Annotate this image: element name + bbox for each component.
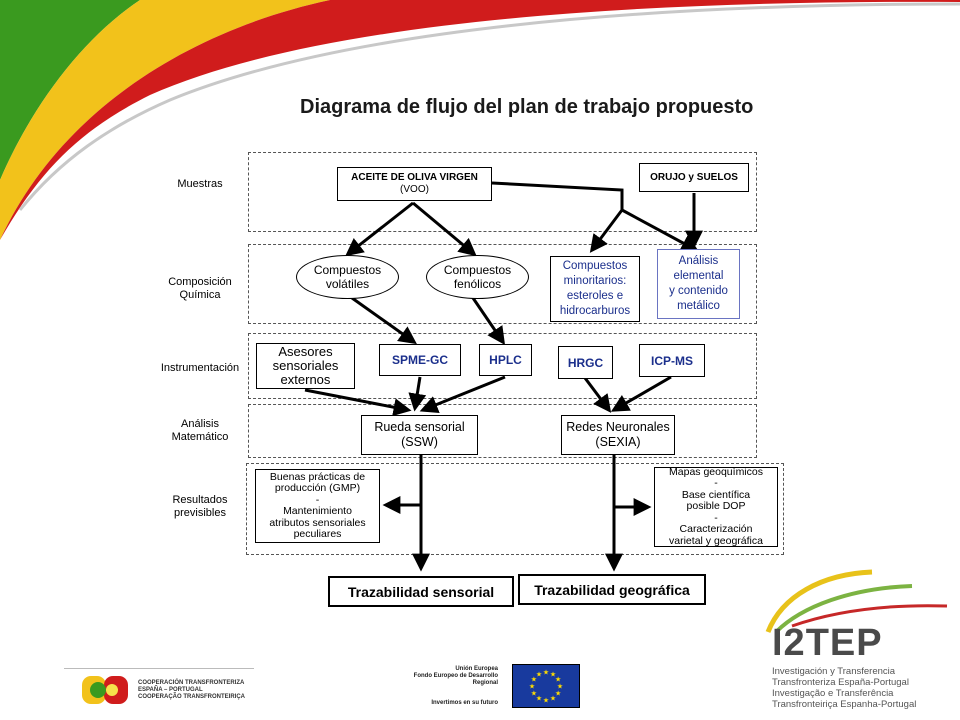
eu-star-icon: ★ [536, 695, 542, 703]
page-title: Diagrama de flujo del plan de trabajo pr… [300, 96, 754, 118]
i2tep-subtitle: Investigación y Transferencia Transfront… [772, 666, 917, 710]
node-fenolicos: Compuestos fenólicos [426, 255, 529, 299]
footer-divider [64, 668, 254, 669]
arrow-hrgc-redes [583, 377, 612, 413]
poctep-logo-icon [82, 676, 128, 704]
swoosh-green [0, 0, 140, 180]
node-elemental: Análisis elemental y contenido metálico [657, 249, 740, 319]
corner-swoosh-decoration [0, 0, 960, 240]
row-label-muestras: Muestras [177, 178, 223, 190]
node-aceite-label: ACEITE DE OLIVA VIRGEN [351, 172, 478, 183]
band-composicion [248, 244, 757, 324]
i2tep-logo-text: I2TEP [772, 622, 883, 664]
eu-stars-icon: ★★★★★★★★★★★★ [529, 669, 563, 705]
node-aceite: ACEITE DE OLIVA VIRGEN (VOO) [337, 167, 492, 201]
node-hplc: HPLC [479, 344, 532, 376]
eu-star-icon: ★ [550, 670, 556, 678]
arrow-spme-rueda [408, 376, 427, 412]
arrow-aceite-volatiles [345, 201, 414, 257]
node-aceite-abbr: (VOO) [400, 184, 429, 195]
row-label-resultados: Resultados previsibles [172, 494, 228, 519]
arrow-split-elemental [621, 208, 700, 252]
node-minoritarios: Compuestos minoritarios: esteroles e hid… [550, 256, 640, 322]
arrow-fenolicos-hplc [471, 297, 506, 345]
arrow-hplc-rueda [419, 375, 506, 413]
eu-star-icon: ★ [555, 690, 561, 698]
row-label-analisis: Análisis Matemático [171, 418, 229, 443]
arrow-volatiles-spme [351, 296, 417, 345]
eu-star-icon: ★ [529, 683, 535, 691]
band-resultados [246, 463, 784, 555]
swoosh-red [0, 0, 960, 240]
eu-star-icon: ★ [531, 676, 537, 684]
arrow-aceite-fenolicos [412, 201, 477, 257]
swoosh-yellow [0, 0, 330, 240]
node-hrgc: HRGC [558, 346, 613, 379]
arrow-asesores-rueda [304, 388, 412, 417]
i2tep-logo-swoosh [765, 569, 948, 634]
poctep-logo-text: COOPERACIÓN TRANSFRONTERIZA ESPAÑA – POR… [138, 680, 246, 700]
node-rueda: Rueda sensorial (SSW) [361, 415, 478, 455]
node-icpms: ICP-MS [639, 344, 705, 377]
row-label-composicion: Composición Química [168, 276, 232, 301]
eu-flag-icon: ★★★★★★★★★★★★ [512, 664, 580, 708]
node-orujo: ORUJO y SUELOS [639, 163, 749, 192]
band-muestras [248, 152, 757, 232]
eu-star-icon: ★ [543, 697, 549, 705]
node-spme: SPME-GC [379, 344, 461, 376]
node-redes: Redes Neuronales (SEXIA) [561, 415, 675, 455]
eu-star-icon: ★ [550, 695, 556, 703]
node-trazabilidad-geografica: Trazabilidad geográfica [518, 574, 706, 605]
band-analisis [248, 404, 757, 458]
connector-aceite-split [491, 181, 624, 210]
node-asesores: Asesores sensoriales externos [256, 343, 355, 389]
arrow-split-minoritarios [589, 209, 624, 253]
node-trazabilidad-sensorial: Trazabilidad sensorial [328, 576, 514, 607]
eu-star-icon: ★ [557, 683, 563, 691]
node-buenas-practicas: Buenas prácticas de producción (GMP) - M… [255, 469, 380, 543]
eu-fund-text: Unión Europea Fondo Europeo de Desarroll… [413, 666, 498, 686]
eu-star-icon: ★ [536, 670, 542, 678]
eu-slogan: Invertimos en su futuro [431, 700, 498, 706]
arrow-icpms-redes [610, 375, 672, 412]
row-label-instrumentacion: Instrumentación [160, 362, 240, 374]
swoosh-grey-line [18, 2, 960, 211]
eu-star-icon: ★ [543, 669, 549, 677]
eu-star-icon: ★ [555, 676, 561, 684]
node-volatiles: Compuestos volátiles [296, 255, 399, 299]
eu-star-icon: ★ [531, 690, 537, 698]
node-mapas: Mapas geoquímicos - Base científica posi… [654, 466, 778, 547]
